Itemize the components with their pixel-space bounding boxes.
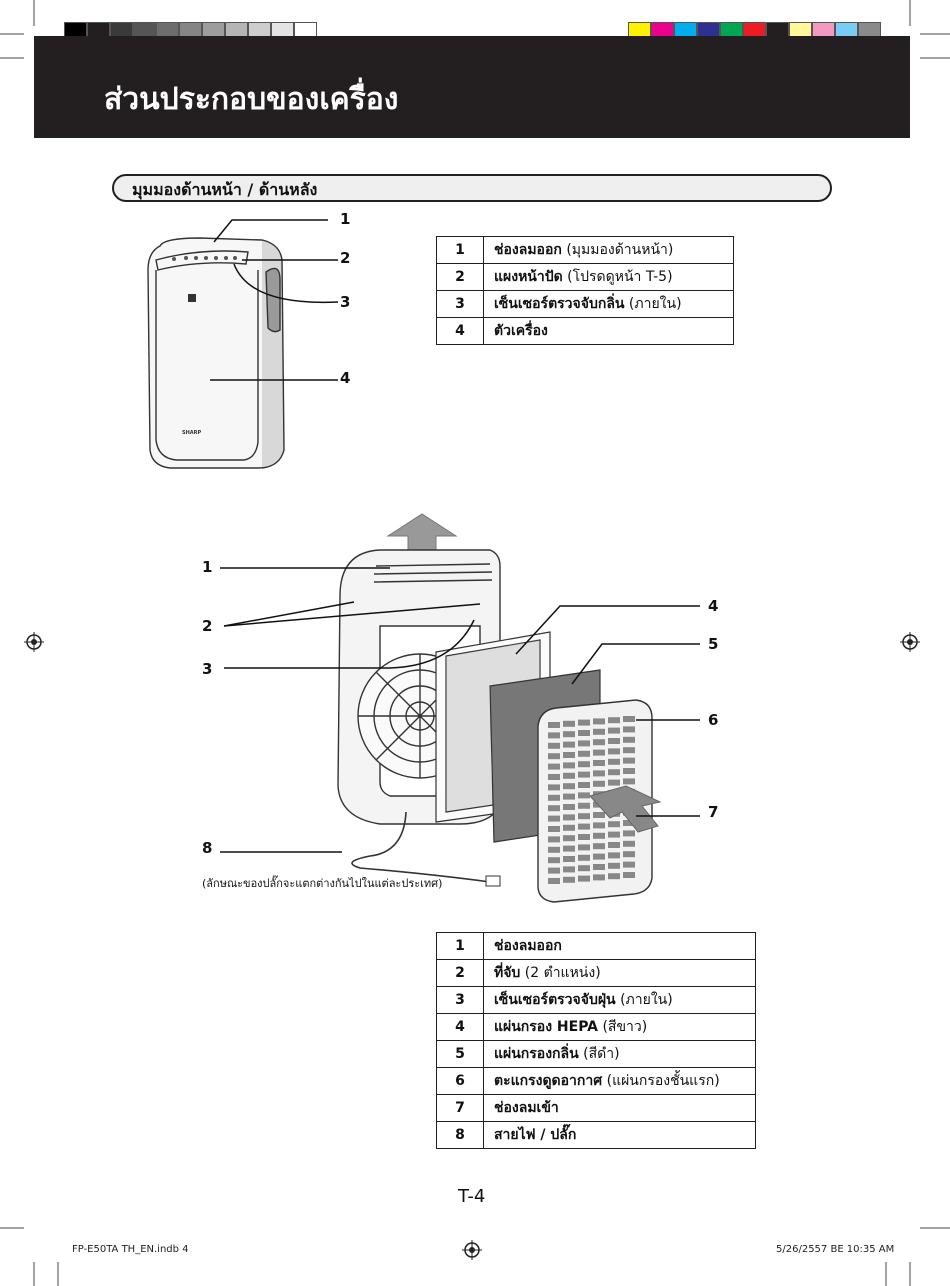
part-description: แผงหน้าปัด (โปรดดูหน้า T-5) [483, 263, 734, 291]
page-number: T-4 [458, 1186, 486, 1207]
part-note: (มุมมองด้านหน้า) [566, 242, 674, 258]
part-description: สายไฟ / ปลั๊ก [483, 1121, 756, 1149]
part-description: ตัวเครื่อง [483, 317, 734, 345]
part-description: แผ่นกรอง HEPA (สีขาว) [483, 1013, 756, 1041]
part-name: แผงหน้าปัด [494, 269, 563, 285]
rear-callout-3: 3 [202, 660, 213, 678]
part-description: เซ็นเซอร์ตรวจจับกลิ่น (ภายใน) [483, 290, 734, 318]
footer-timestamp: 5/26/2557 BE 10:35 AM [776, 1244, 895, 1255]
rear-callout-7: 7 [708, 803, 719, 821]
part-note: (สีดำ) [583, 1046, 620, 1062]
part-note: (ภายใน) [628, 296, 682, 312]
part-number: 4 [436, 317, 484, 345]
part-number: 8 [436, 1121, 484, 1149]
part-name: เซ็นเซอร์ตรวจจับกลิ่น [494, 296, 625, 312]
part-note: (2 ตำแหน่ง) [524, 965, 601, 981]
part-name: ช่องลมออก [494, 242, 562, 258]
part-note: (โปรดดูหน้า T-5) [567, 269, 673, 285]
part-name: ช่องลมเข้า [494, 1100, 559, 1116]
rear-callout-6: 6 [708, 711, 719, 729]
part-name: ตะแกรงดูดอากาศ [494, 1073, 603, 1089]
registration-mark-left-icon [24, 632, 44, 652]
part-name: ที่จับ [494, 965, 521, 981]
rear-callout-2: 2 [202, 617, 213, 635]
part-name: เซ็นเซอร์ตรวจจับฝุ่น [494, 992, 616, 1008]
part-description: แผ่นกรองกลิ่น (สีดำ) [483, 1040, 756, 1068]
brand-logo: SHARP [182, 430, 202, 436]
part-number: 2 [436, 263, 484, 291]
part-number: 6 [436, 1067, 484, 1095]
plug-note: (ลักษณะของปลั๊กจะแตกต่างกันไปในแต่ละประเ… [202, 877, 443, 890]
registration-mark-bottom-icon [462, 1240, 482, 1260]
section-bar [112, 174, 832, 202]
part-number: 1 [436, 236, 484, 264]
part-note: (สีขาว) [602, 1019, 648, 1035]
footer-file-info: FP-E50TA TH_EN.indb 4 [72, 1244, 189, 1255]
rear-view-illustration [220, 513, 700, 903]
page-title: ส่วนประกอบของเครื่อง [104, 82, 399, 117]
part-name: แผ่นกรอง HEPA [494, 1019, 599, 1035]
part-name: ตัวเครื่อง [494, 323, 548, 339]
part-number: 5 [436, 1040, 484, 1068]
front-callout-1: 1 [340, 210, 351, 228]
rear-callout-1: 1 [202, 558, 213, 576]
part-number: 2 [436, 959, 484, 987]
part-name: ช่องลมออก [494, 938, 562, 954]
part-note: (ภายใน) [620, 992, 673, 1008]
part-description: ตะแกรงดูดอากาศ (แผ่นกรองชั้นแรก) [483, 1067, 756, 1095]
part-description: เซ็นเซอร์ตรวจจับฝุ่น (ภายใน) [483, 986, 756, 1014]
front-callout-4: 4 [340, 369, 351, 387]
part-name: สายไฟ / ปลั๊ก [494, 1127, 577, 1143]
front-callout-2: 2 [340, 249, 351, 267]
table-row: 4 ตัวเครื่อง [436, 317, 734, 345]
header-band [34, 36, 910, 138]
front-callout-3: 3 [340, 293, 351, 311]
table-row: 1 ช่องลมออก [436, 932, 756, 960]
rear-callout-4: 4 [708, 597, 719, 615]
part-number: 3 [436, 290, 484, 318]
part-number: 1 [436, 932, 484, 960]
part-number: 3 [436, 986, 484, 1014]
part-description: ช่องลมเข้า [483, 1094, 756, 1122]
part-number: 7 [436, 1094, 484, 1122]
section-title: มุมมองด้านหน้า / ด้านหลัง [132, 180, 318, 199]
part-number: 4 [436, 1013, 484, 1041]
rear-callout-5: 5 [708, 635, 719, 653]
airflow-in-arrow-icon [589, 785, 662, 833]
part-note: (แผ่นกรองชั้นแรก) [606, 1073, 720, 1089]
part-description: ช่องลมออก (มุมมองด้านหน้า) [483, 236, 734, 264]
rear-callout-8: 8 [202, 839, 213, 857]
registration-mark-right-icon [900, 632, 920, 652]
table-row: 7 ช่องลมเข้า [436, 1094, 756, 1122]
table-row: 8 สายไฟ / ปลั๊ก [436, 1121, 756, 1149]
part-description: ที่จับ (2 ตำแหน่ง) [483, 959, 756, 987]
part-name: แผ่นกรองกลิ่น [494, 1046, 579, 1062]
front-view-illustration: SHARP [147, 219, 339, 469]
part-description: ช่องลมออก [483, 932, 756, 960]
